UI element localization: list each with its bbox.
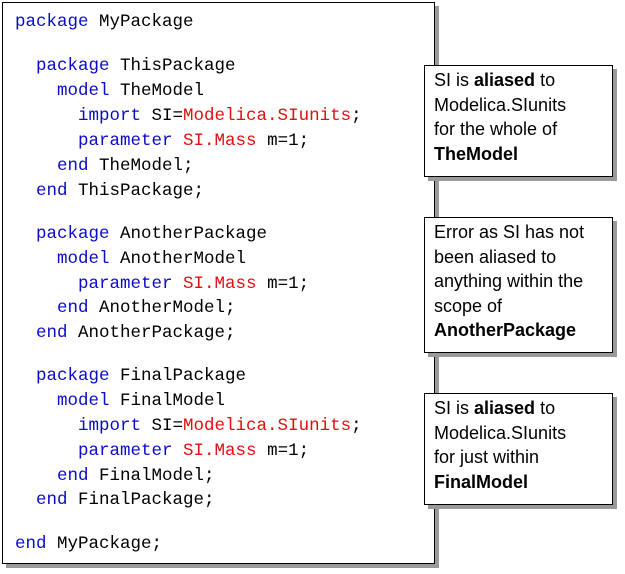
note-anotherpackage: Error as SI has not been aliased to anythi… bbox=[424, 217, 613, 353]
identifier-token: SI= bbox=[141, 416, 184, 436]
identifier-token: FinalModel bbox=[109, 391, 226, 411]
code-line: parameter SI.Mass m=1; bbox=[15, 440, 309, 462]
identifier-token bbox=[173, 441, 184, 461]
type-token: Modelica.SIunits bbox=[183, 106, 352, 126]
identifier-token: AnotherPackage bbox=[109, 224, 268, 244]
identifier-token: FinalPackage bbox=[109, 366, 247, 386]
type-token: SI.Mass bbox=[183, 274, 257, 294]
keyword-token: parameter bbox=[78, 274, 173, 294]
keyword-token: import bbox=[78, 106, 142, 126]
identifier-token: SI= bbox=[141, 106, 184, 126]
code-line: import SI=Modelica.SIunits; bbox=[15, 105, 362, 127]
code-line: package AnotherPackage bbox=[15, 223, 267, 245]
identifier-token: TheModel bbox=[109, 81, 205, 101]
keyword-token: parameter bbox=[78, 441, 173, 461]
identifier-token bbox=[173, 131, 184, 151]
keyword-token: end bbox=[57, 466, 89, 486]
code-line: package MyPackage bbox=[15, 11, 194, 33]
code-line: end AnotherModel; bbox=[15, 297, 236, 319]
code-line: import SI=Modelica.SIunits; bbox=[15, 415, 362, 437]
code-line: end ThisPackage; bbox=[15, 180, 204, 202]
note-text: been aliased to bbox=[434, 246, 557, 267]
identifier-token: ; bbox=[351, 106, 362, 126]
identifier-token: AnotherPackage; bbox=[67, 323, 236, 343]
keyword-token: end bbox=[57, 298, 89, 318]
keyword-token: end bbox=[15, 534, 47, 554]
note-text: Modelica.SIunits bbox=[434, 422, 567, 443]
identifier-token: MyPackage bbox=[88, 12, 194, 32]
code-line: package FinalPackage bbox=[15, 365, 246, 387]
type-token: SI.Mass bbox=[183, 441, 257, 461]
code-line: parameter SI.Mass m=1; bbox=[15, 273, 309, 295]
keyword-token: model bbox=[57, 81, 110, 101]
keyword-token: package bbox=[36, 56, 110, 76]
code-line: end FinalPackage; bbox=[15, 489, 215, 511]
code-line: end TheModel; bbox=[15, 155, 194, 177]
note-text: aliased bbox=[474, 398, 536, 418]
code-listing-box: package MyPackage package ThisPackage mo… bbox=[2, 2, 435, 564]
note-text: TheModel bbox=[434, 143, 518, 164]
note-text: to bbox=[535, 70, 556, 90]
keyword-token: model bbox=[57, 391, 110, 411]
code-line: model AnotherModel bbox=[15, 248, 246, 270]
note-text: AnotherPackage bbox=[434, 320, 577, 340]
code-line: model TheModel bbox=[15, 80, 204, 102]
note-text: for just within bbox=[434, 447, 540, 467]
keyword-token: package bbox=[36, 224, 110, 244]
keyword-token: parameter bbox=[78, 131, 173, 151]
identifier-token: FinalModel; bbox=[88, 466, 215, 486]
keyword-token: import bbox=[78, 416, 142, 436]
code-line: end FinalModel; bbox=[15, 465, 215, 487]
keyword-token: end bbox=[57, 156, 89, 176]
identifier-token: m=1; bbox=[256, 131, 310, 151]
identifier-token: ; bbox=[351, 416, 362, 436]
type-token: SI.Mass bbox=[183, 131, 257, 151]
code-line: parameter SI.Mass m=1; bbox=[15, 130, 309, 152]
identifier-token: TheModel; bbox=[88, 156, 194, 176]
keyword-token: end bbox=[36, 181, 68, 201]
note-text: FinalModel bbox=[434, 471, 528, 492]
keyword-token: end bbox=[36, 323, 68, 343]
note-text: anything within the bbox=[434, 271, 584, 291]
identifier-token: m=1; bbox=[256, 274, 310, 294]
identifier-token: ThisPackage; bbox=[67, 181, 205, 201]
identifier-token: ThisPackage bbox=[109, 56, 236, 76]
code-line: end AnotherPackage; bbox=[15, 322, 236, 344]
note-text: scope of bbox=[434, 295, 503, 316]
note-text: Error as SI has not bbox=[434, 222, 585, 242]
keyword-token: model bbox=[57, 249, 110, 269]
identifier-token: MyPackage; bbox=[46, 534, 163, 554]
keyword-token: package bbox=[15, 12, 89, 32]
identifier-token: m=1; bbox=[256, 441, 310, 461]
note-text: for the whole of bbox=[434, 119, 558, 139]
note-text: aliased bbox=[474, 70, 536, 90]
note-text: SI is bbox=[434, 398, 475, 418]
keyword-token: end bbox=[36, 490, 68, 510]
identifier-token bbox=[173, 274, 184, 294]
identifier-token: FinalPackage; bbox=[67, 490, 215, 510]
note-text: Modelica.SIunits bbox=[434, 94, 567, 115]
note-text: SI is bbox=[434, 70, 475, 90]
code-line: package ThisPackage bbox=[15, 55, 236, 77]
code-line: model FinalModel bbox=[15, 390, 225, 412]
type-token: Modelica.SIunits bbox=[183, 416, 352, 436]
identifier-token: AnotherModel; bbox=[88, 298, 236, 318]
identifier-token: AnotherModel bbox=[109, 249, 247, 269]
code-line: end MyPackage; bbox=[15, 533, 162, 555]
keyword-token: package bbox=[36, 366, 110, 386]
note-text: to bbox=[535, 398, 556, 418]
